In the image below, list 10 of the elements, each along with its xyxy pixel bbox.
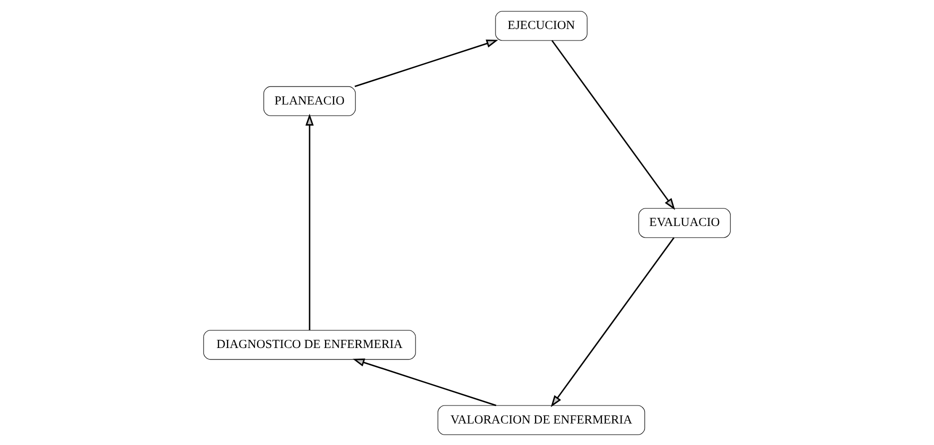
arrow [305, 113, 314, 330]
arrow [550, 236, 674, 407]
node-box: PLANEACIO [264, 86, 356, 116]
arrow [354, 39, 498, 87]
node-box: EVALUACIO [638, 208, 731, 238]
node-box: VALORACION DE ENFERMERIA [438, 404, 646, 435]
node-box: EJECUCION [495, 10, 588, 40]
arrow [352, 358, 496, 406]
arrow [551, 40, 676, 210]
node-box: DIAGNOSTICO DE ENFERMERIA [203, 329, 416, 360]
